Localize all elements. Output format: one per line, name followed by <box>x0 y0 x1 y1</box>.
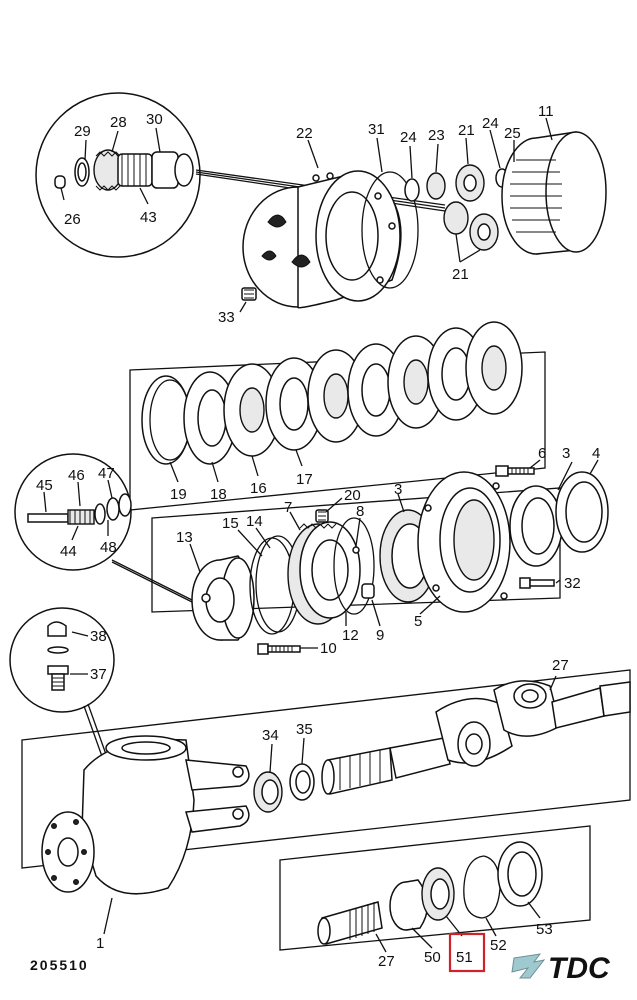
callout-21-bottom: 21 <box>452 266 469 283</box>
callout-6: 6 <box>538 445 546 462</box>
callout-10: 10 <box>320 640 337 657</box>
plug-20 <box>315 509 329 523</box>
tdc-logo-text: TDC <box>548 952 611 985</box>
ring-gear-11 <box>501 131 607 255</box>
callout-19: 19 <box>170 486 187 503</box>
callout-47: 47 <box>98 465 115 482</box>
drive-shaft-27 <box>321 675 631 795</box>
tdc-logo-icon <box>511 953 546 979</box>
callout-26: 26 <box>64 211 81 228</box>
callout-37: 37 <box>90 666 107 683</box>
callout-14: 14 <box>246 513 263 530</box>
callout-33: 33 <box>218 309 235 326</box>
callout-leaders-mid <box>189 459 599 649</box>
brake-discs <box>141 321 523 465</box>
callout-5: 5 <box>414 613 422 630</box>
callout-7: 7 <box>284 499 292 516</box>
callout-45: 45 <box>36 477 53 494</box>
callout-13: 13 <box>176 529 193 546</box>
planet-carrier-hub <box>242 170 402 309</box>
o-ring-31 <box>361 171 419 289</box>
callout-leaders-hub <box>307 117 553 263</box>
callout-43: 43 <box>140 209 157 226</box>
callout-leaders-discs <box>169 449 303 483</box>
callout-23: 23 <box>428 127 445 144</box>
callout-44: 44 <box>60 543 77 560</box>
seal-35 <box>289 737 315 801</box>
callout-9: 9 <box>376 627 384 644</box>
callout-29: 29 <box>74 123 91 140</box>
bolt-6 <box>495 465 535 477</box>
callout-12: 12 <box>342 627 359 644</box>
callout-21-top: 21 <box>458 122 475 139</box>
callout-15: 15 <box>222 515 239 532</box>
callout-22: 22 <box>296 125 313 142</box>
callout-53: 53 <box>536 921 553 938</box>
callout-35: 35 <box>296 721 313 738</box>
callout-17: 17 <box>296 471 313 488</box>
callout-51: 51 <box>456 949 473 966</box>
bolt-10 <box>257 643 301 655</box>
callout-27-top: 27 <box>552 657 569 674</box>
callout-leaders-inset <box>60 127 161 205</box>
stub-shaft-27 <box>317 901 387 953</box>
plug-33 <box>239 287 257 313</box>
callout-34: 34 <box>262 727 279 744</box>
callout-18: 18 <box>210 486 227 503</box>
axle-knuckle-1 <box>41 735 250 935</box>
stub-shaft-frame <box>279 825 591 951</box>
callout-16: 16 <box>250 480 267 497</box>
callout-20: 20 <box>344 487 361 504</box>
seal-8-and-9 <box>333 517 375 615</box>
ring-gear-7 <box>287 521 361 625</box>
drawing-number: 205510 <box>30 957 89 973</box>
callout-46: 46 <box>68 467 85 484</box>
callout-38: 38 <box>90 628 107 645</box>
callout-3-right: 3 <box>562 445 570 462</box>
housing-5 <box>417 471 511 613</box>
callout-32: 32 <box>564 575 581 592</box>
callout-31: 31 <box>368 121 385 138</box>
callout-48: 48 <box>100 539 117 556</box>
callout-25: 25 <box>504 125 521 142</box>
callout-52: 52 <box>490 937 507 954</box>
snap-ring-52 <box>463 855 501 937</box>
callout-11: 11 <box>538 103 554 120</box>
callout-27-bottom: 27 <box>378 953 395 970</box>
bearing-34 <box>253 743 283 813</box>
bearing-51 <box>421 867 463 937</box>
callout-3-left: 3 <box>394 481 402 498</box>
inset-circle-45-48 <box>14 453 201 607</box>
callout-28: 28 <box>110 114 127 131</box>
callout-50: 50 <box>424 949 441 966</box>
tdc-logo: TDC <box>511 952 611 985</box>
callout-4: 4 <box>592 445 600 462</box>
callout-51-highlight-box <box>448 932 486 973</box>
bolt-32 <box>519 577 555 589</box>
inset-circle-37-38 <box>9 607 115 763</box>
bearing-3-right <box>509 485 563 567</box>
callout-30: 30 <box>146 111 163 128</box>
callout-24-right: 24 <box>482 115 499 132</box>
callout-8: 8 <box>356 503 364 520</box>
axle-frame <box>21 669 631 869</box>
callout-24-left: 24 <box>400 129 417 146</box>
seal-4 <box>555 471 609 553</box>
seal-53 <box>497 841 543 919</box>
callout-1: 1 <box>96 935 104 952</box>
planet-gear-detail-inset <box>35 92 446 258</box>
piston-13 <box>191 555 255 641</box>
callout-leaders-inset2 <box>43 479 113 541</box>
